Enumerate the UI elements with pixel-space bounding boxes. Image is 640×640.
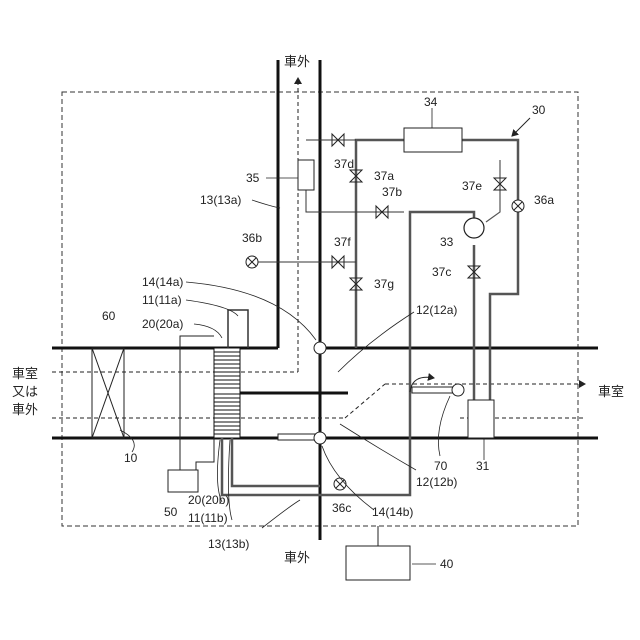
label-37d: 37d xyxy=(334,157,354,171)
label-12b: 12(12b) xyxy=(416,475,457,489)
heat-exchanger-20a xyxy=(214,348,240,394)
label-37c: 37c xyxy=(432,265,451,279)
label-outside-bottom: 車外 xyxy=(284,551,310,566)
label-30: 30 xyxy=(532,103,546,117)
sensor-36a xyxy=(512,200,524,212)
label-20b: 20(20b) xyxy=(188,493,229,507)
label-37f: 37f xyxy=(334,235,351,249)
refrigerant-branch-37e xyxy=(486,160,500,222)
wire-20b xyxy=(196,438,214,470)
label-cabin-or-outside-1: 車室 xyxy=(12,366,38,382)
damper-70-blade xyxy=(412,387,456,393)
device-34 xyxy=(404,128,462,152)
label-37e: 37e xyxy=(462,179,482,193)
pump-33 xyxy=(464,218,484,238)
wire-20a xyxy=(180,336,214,470)
airflow-diagonal xyxy=(345,384,385,418)
label-11a: 11(11a) xyxy=(142,293,182,307)
damper-70 xyxy=(452,384,464,396)
heat-exchanger-20b xyxy=(214,394,240,438)
sensor-36c xyxy=(334,478,346,490)
label-34: 34 xyxy=(424,95,438,109)
sensor-36b xyxy=(246,256,258,268)
device-35 xyxy=(298,160,314,190)
label-cabin-right: 車室 xyxy=(598,384,624,400)
label-36c: 36c xyxy=(332,501,351,515)
label-31: 31 xyxy=(476,459,490,473)
label-36a: 36a xyxy=(534,193,554,207)
label-14a: 14(14a) xyxy=(142,275,183,289)
label-outside-top: 車外 xyxy=(284,55,310,70)
arrow-30 xyxy=(512,118,530,136)
label-13b: 13(13b) xyxy=(208,537,249,551)
label-40: 40 xyxy=(440,557,454,571)
label-35: 35 xyxy=(246,171,260,185)
label-70: 70 xyxy=(434,459,448,473)
pipe-11b xyxy=(222,212,474,495)
label-37a: 37a xyxy=(374,169,394,183)
label-11b: 11(11b) xyxy=(188,511,228,525)
label-13a: 13(13a) xyxy=(200,193,241,207)
pipe-11b-inner xyxy=(232,438,320,486)
label-12a: 12(12a) xyxy=(416,303,457,317)
label-37g: 37g xyxy=(374,277,394,291)
label-36b: 36b xyxy=(242,231,262,245)
device-31 xyxy=(468,400,494,438)
label-10: 10 xyxy=(124,451,138,465)
label-14b: 14(14b) xyxy=(372,505,413,519)
label-50: 50 xyxy=(164,505,178,519)
device-40 xyxy=(346,546,410,580)
damper-14a xyxy=(314,342,326,354)
label-cabin-or-outside-2: 又は xyxy=(12,385,38,400)
label-33: 33 xyxy=(440,235,454,249)
controller-50 xyxy=(168,470,198,492)
damper-14b xyxy=(314,432,326,444)
label-37b: 37b xyxy=(382,185,402,199)
label-20a: 20(20a) xyxy=(142,317,183,331)
label-60: 60 xyxy=(102,309,116,323)
label-cabin-or-outside-3: 車外 xyxy=(12,403,38,418)
